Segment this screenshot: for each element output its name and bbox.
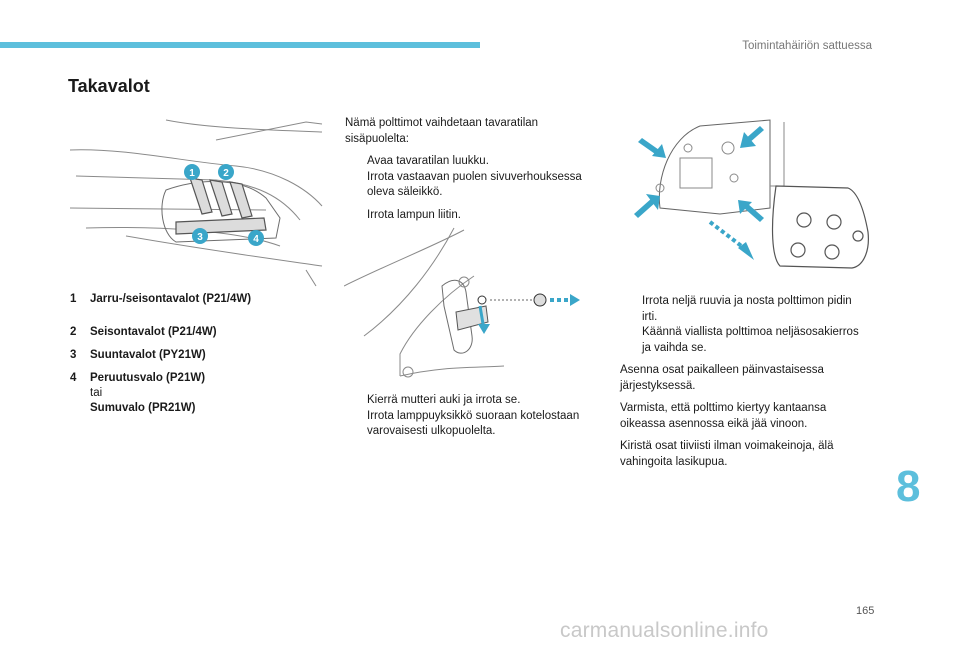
legend-item: 3 Suuntavalot (PY21W) <box>70 348 330 363</box>
legend-or: tai <box>90 387 103 399</box>
callout-marker-2 <box>218 164 234 180</box>
bullet-text: Irrota neljä ruuvia ja nosta polttimon p… <box>642 295 852 323</box>
paragraph: Varmista, että polttimo kiertyy kantaans… <box>620 402 827 430</box>
callout-marker-4 <box>248 230 264 246</box>
callout-markers <box>184 164 264 246</box>
bullet-text: Kierrä mutteri auki ja irrota se. <box>367 394 521 406</box>
bullet-text: Käännä viallista polttimoa neljäsosakier… <box>642 326 859 354</box>
bullet-icon <box>345 154 367 170</box>
legend-item: 4 Peruutusvalo (P21W) tai Sumuvalo (PR21… <box>70 371 330 416</box>
rear-lamp-illustration: 1 2 3 4 <box>69 119 323 287</box>
legend-alt-text: Sumuvalo (PR21W) <box>90 402 196 414</box>
bullet-icon <box>345 409 367 440</box>
page-number: 165 <box>856 605 875 617</box>
chapter-number: 8 <box>896 462 921 511</box>
callout-label-3: 3 <box>197 232 203 243</box>
callout-marker-1 <box>184 164 200 180</box>
callout-label-2: 2 <box>223 168 229 179</box>
bullet-item: Irrota lamppuyksikkö suoraan kotelostaan… <box>345 409 600 440</box>
legend-item: 2 Seisontavalot (P21/4W) <box>70 325 330 340</box>
bullet-text: Irrota lampun liitin. <box>367 208 461 221</box>
legend-text: Jarru-/seisontavalot (P21/4W) <box>90 293 252 305</box>
paragraph: Kiristä osat tiiviisti ilman voimakeinoj… <box>620 440 834 468</box>
legend-number: 2 <box>70 326 77 338</box>
bullet-icon <box>345 393 367 409</box>
bullet-item: Irrota neljä ruuvia ja nosta polttimon p… <box>620 294 870 325</box>
instructions-removal: Kierrä mutteri auki ja irrota se. Irrota… <box>345 393 600 440</box>
watermark: carmanualsonline.info <box>560 619 769 642</box>
bullet-icon <box>620 294 642 325</box>
legend-number: 4 <box>70 372 77 384</box>
paragraph: Asenna osat paikalleen päinvastaisessa j… <box>620 364 824 392</box>
legend-text: Peruutusvalo (P21W) <box>90 372 206 384</box>
legend-text: Seisontavalot (P21/4W) <box>90 326 217 338</box>
trunk-interior-illustration <box>344 227 580 378</box>
bullet-icon <box>345 208 367 224</box>
bullet-item: Käännä viallista polttimoa neljäsosakier… <box>620 325 870 356</box>
bullet-text: Irrota vastaavan puolen sivuverhouksessa… <box>367 170 582 199</box>
legend-number: 3 <box>70 349 77 361</box>
header-accent-bar <box>0 42 480 48</box>
instructions-replacement: Irrota neljä ruuvia ja nosta polttimon p… <box>620 294 870 477</box>
callout-label-4: 4 <box>253 234 259 245</box>
legend-number: 1 <box>70 293 77 305</box>
bullet-item: Irrota vastaavan puolen sivuverhouksessa… <box>345 170 595 201</box>
page-title: Takavalot <box>68 76 150 96</box>
bullet-text: Avaa tavaratilan luukku. <box>367 155 489 167</box>
legend-text-group: Peruutusvalo (P21W) tai Sumuvalo (PR21W) <box>90 371 205 416</box>
bullet-item: Irrota lampun liitin. <box>345 208 595 224</box>
bullet-item: Avaa tavaratilan luukku. <box>345 154 595 170</box>
chapter-header: Toimintahäiriön sattuessa <box>742 40 872 52</box>
callout-label-1: 1 <box>189 168 195 179</box>
bullet-icon <box>620 325 642 356</box>
legend-item: 1 Jarru-/seisontavalot (P21/4W) <box>70 292 330 307</box>
bullet-icon <box>345 170 367 201</box>
callout-marker-3 <box>192 228 208 244</box>
intro-paragraph: Nämä polttimot vaihdetaan tavaratilan si… <box>345 117 539 145</box>
bulb-legend: 1 Jarru-/seisontavalot (P21/4W) 2 Seison… <box>70 292 330 424</box>
instructions-intro: Nämä polttimot vaihdetaan tavaratilan si… <box>345 116 595 223</box>
bullet-item: Kierrä mutteri auki ja irrota se. <box>345 393 600 409</box>
lamp-unit-illustration <box>634 119 869 269</box>
legend-text: Suuntavalot (PY21W) <box>90 349 206 361</box>
bullet-text: Irrota lamppuyksikkö suoraan kotelostaan… <box>367 409 580 438</box>
